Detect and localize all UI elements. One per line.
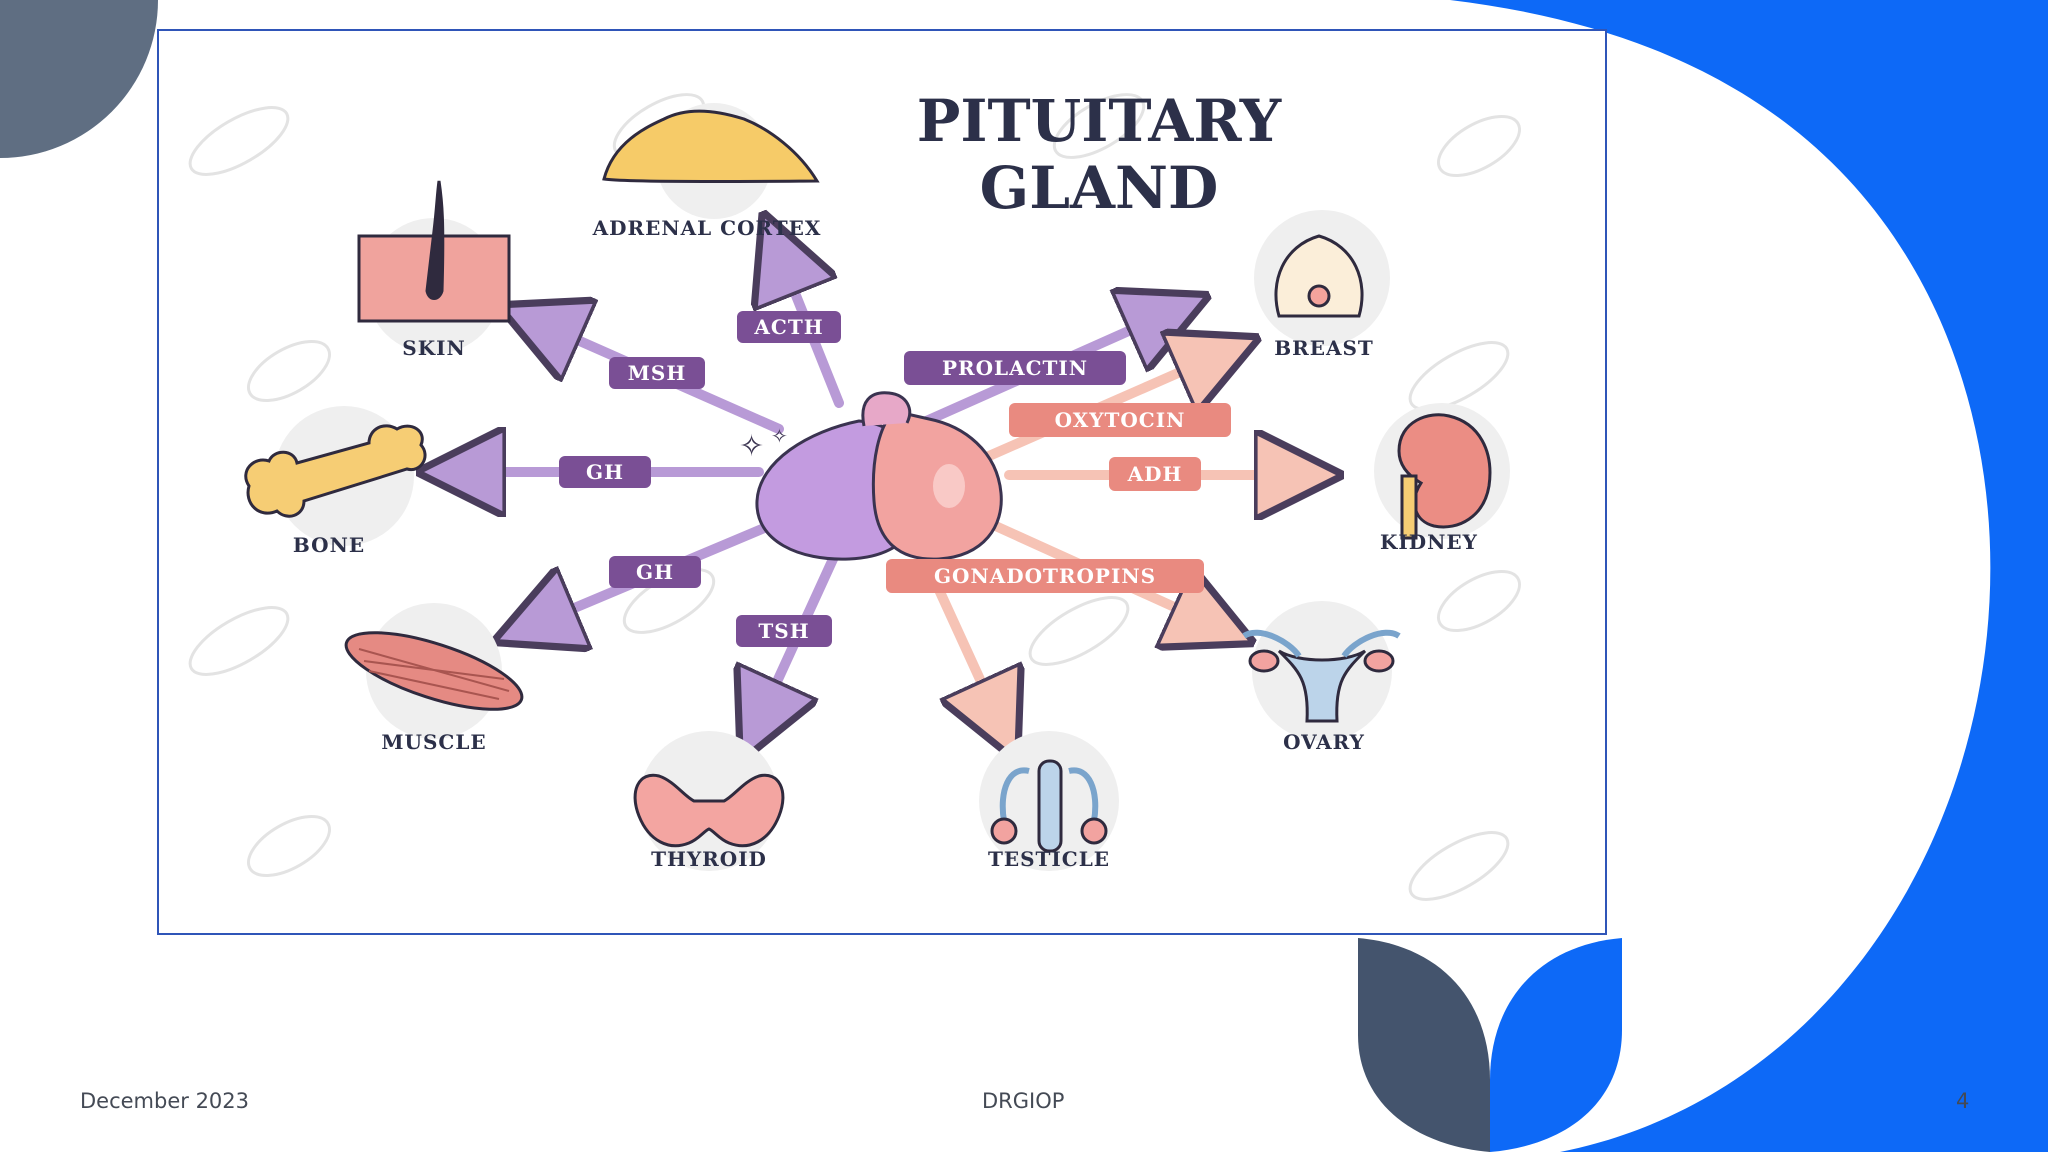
top-left-corner-shape [0,0,158,158]
pituitary-gland-illustration: ✧ ✧ [739,391,1003,561]
breast-illustration [1254,210,1390,346]
footer-date: December 2023 [80,1089,250,1113]
hormone-label-prolactin: PROLACTIN [942,356,1088,380]
organ-label-ovary: OVARY [1283,730,1365,754]
lobe-highlight [933,464,965,508]
hormone-label-gh-lower: GH [636,560,674,584]
footer-page-number: 4 [1956,1089,1970,1113]
bottom-dark-leaf-shape [1358,938,1490,1152]
pituitary-gland-diagram: PITUITARY GLAND ✧ ✧ ACTH MSH GH GH TSH [157,29,1607,935]
hormone-label-adh: ADH [1127,462,1183,486]
skin-illustration [357,180,511,354]
organ-label-testicle: TESTICLE [988,847,1110,871]
diagram-title-line2: GLAND [980,154,1219,222]
testicle-illustration [979,731,1119,871]
pituitary-stalk [861,391,912,427]
watermark-marks [188,93,1521,901]
muscle-illustration [344,603,524,739]
hormone-label-gh-upper: GH [586,460,624,484]
ovary-illustration [1242,601,1401,741]
organ-illustrations [244,103,1510,871]
adrenal-cortex-illustration [602,103,820,219]
organ-label-bone: BONE [293,533,365,557]
organ-label-adrenal-cortex: ADRENAL CORTEX [592,216,822,240]
organ-label-skin: SKIN [402,336,465,360]
organ-labels: ADRENAL CORTEX SKIN BREAST BONE KIDNEY M… [293,216,1478,871]
organ-label-thyroid: THYROID [651,847,767,871]
organ-label-kidney: KIDNEY [1380,530,1478,554]
right-blue-arc-shape [1450,0,2048,1152]
hormone-label-msh: MSH [628,361,686,385]
organ-label-muscle: MUSCLE [381,730,486,754]
hormone-labels: ACTH MSH GH GH TSH PROLACTIN OXYTOCIN AD… [559,311,1231,647]
hormone-label-gonadotropins: GONADOTROPINS [934,564,1156,588]
kidney-illustration [1374,403,1510,540]
bottom-blue-leaf-shape [1490,938,1622,1152]
hormone-label-oxytocin: OXYTOCIN [1055,408,1186,432]
organ-label-breast: BREAST [1274,336,1374,360]
sparkle-small-icon: ✧ [771,424,788,448]
hormone-label-tsh: TSH [758,619,809,643]
diagram-title-line1: PITUITARY [917,87,1282,155]
footer-presenter: DRGIOP [982,1089,1065,1113]
bone-illustration [244,406,427,546]
hormone-label-acth: ACTH [753,315,823,339]
thyroid-illustration [633,731,785,871]
sparkle-icon: ✧ [739,429,764,464]
